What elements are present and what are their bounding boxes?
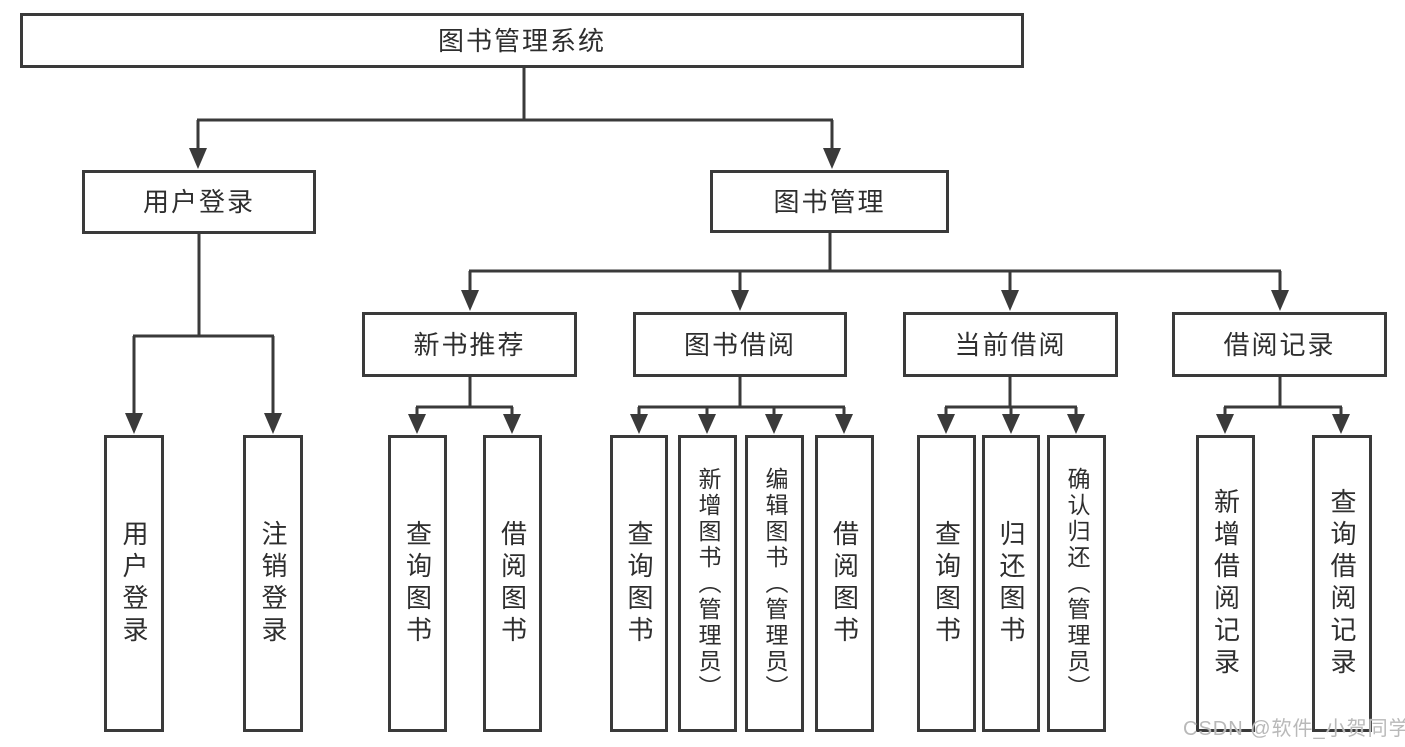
node-borrowing-records-label: 借阅记录 [1223, 329, 1336, 360]
leaf-add-books-admin-label: 新增图书（管理员） [695, 466, 721, 701]
leaf-add-borrow-record-label: 新增借阅记录 [1210, 487, 1241, 680]
node-user-login-label: 用户登录 [142, 187, 255, 217]
leaf-recommend-borrow-books-label: 借阅图书 [497, 519, 528, 648]
leaf-confirm-return-admin: 确认归还（管理员） [1047, 435, 1106, 732]
node-current-borrowing-label: 当前借阅 [954, 329, 1067, 360]
leaf-borrow-books: 借阅图书 [815, 435, 874, 732]
leaf-recommend-query-books: 查询图书 [388, 435, 447, 732]
node-new-book-recommend-label: 新书推荐 [413, 329, 526, 360]
node-root: 图书管理系统 [20, 13, 1024, 68]
leaf-current-query-books: 查询图书 [917, 435, 976, 732]
leaf-borrowing-query-books-label: 查询图书 [624, 519, 654, 648]
leaf-borrow-books-label: 借阅图书 [829, 519, 860, 648]
watermark: CSDN @软件_小贺同学 [1183, 718, 1405, 740]
node-root-label: 图书管理系统 [437, 25, 606, 56]
node-new-book-recommend: 新书推荐 [362, 312, 577, 377]
leaf-borrowing-query-books: 查询图书 [610, 435, 668, 732]
leaf-logout-label: 注销登录 [258, 519, 288, 648]
node-book-management: 图书管理 [710, 170, 949, 233]
leaf-query-borrow-record: 查询借阅记录 [1312, 435, 1372, 732]
leaf-recommend-query-books-label: 查询图书 [402, 519, 433, 648]
node-current-borrowing: 当前借阅 [903, 312, 1118, 377]
node-book-borrowing: 图书借阅 [633, 312, 847, 377]
leaf-edit-books-admin-label: 编辑图书（管理员） [762, 466, 788, 701]
node-borrowing-records: 借阅记录 [1172, 312, 1387, 377]
node-book-borrowing-label: 图书借阅 [683, 329, 796, 360]
node-user-login: 用户登录 [82, 170, 316, 234]
leaf-current-query-books-label: 查询图书 [931, 519, 962, 648]
leaf-user-login: 用户登录 [104, 435, 164, 732]
leaf-user-login-label: 用户登录 [119, 519, 149, 648]
leaf-confirm-return-admin-label: 确认归还（管理员） [1064, 466, 1090, 701]
leaf-recommend-borrow-books: 借阅图书 [483, 435, 542, 732]
leaf-logout: 注销登录 [243, 435, 303, 732]
leaf-add-borrow-record: 新增借阅记录 [1196, 435, 1255, 732]
leaf-query-borrow-record-label: 查询借阅记录 [1327, 487, 1357, 680]
leaf-return-books: 归还图书 [982, 435, 1040, 732]
leaf-return-books-label: 归还图书 [996, 519, 1026, 648]
leaf-edit-books-admin: 编辑图书（管理员） [745, 435, 804, 732]
leaf-add-books-admin: 新增图书（管理员） [678, 435, 737, 732]
node-book-management-label: 图书管理 [773, 186, 886, 217]
